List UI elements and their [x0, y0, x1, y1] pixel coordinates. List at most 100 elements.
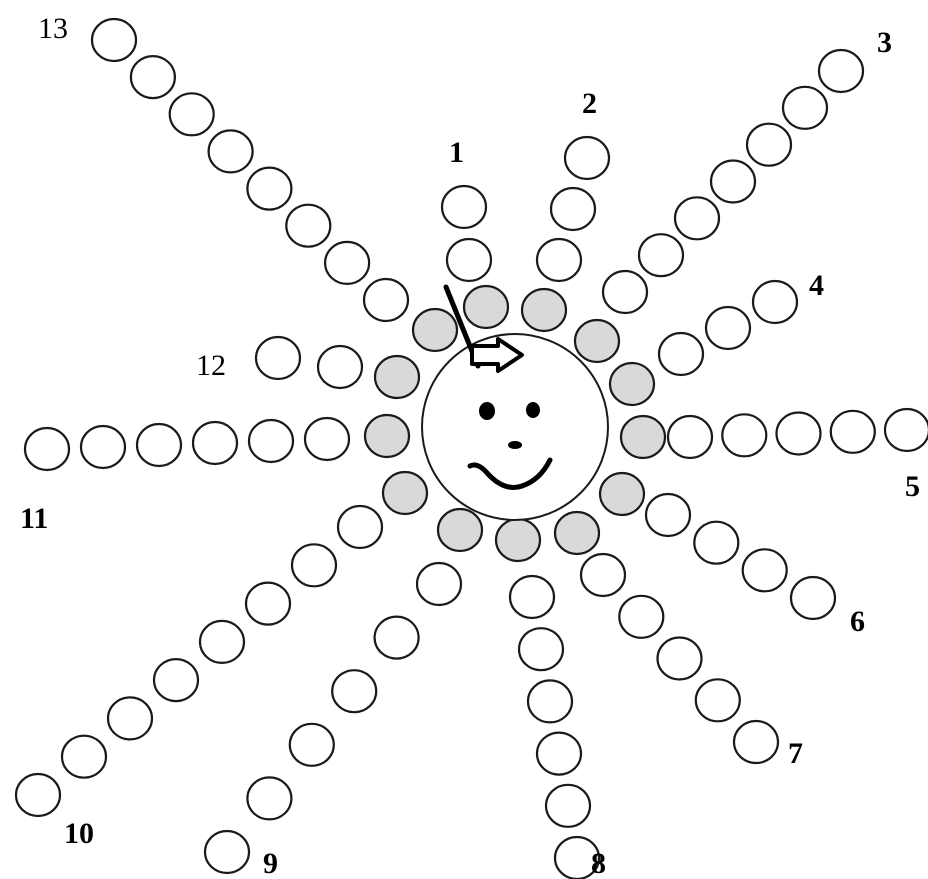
bead	[741, 548, 788, 593]
ray-beads-layer	[14, 17, 928, 879]
smiley-face	[421, 333, 609, 521]
ray-label-2: 2	[582, 87, 597, 120]
bead	[517, 627, 565, 672]
bead	[244, 581, 292, 626]
right-eye	[526, 402, 540, 418]
ring-bead	[520, 287, 568, 333]
ray-label-10: 10	[64, 817, 94, 850]
bead	[106, 696, 154, 741]
smile-mouth	[467, 457, 553, 490]
bead	[79, 424, 127, 470]
bead	[168, 92, 215, 137]
bead	[544, 783, 592, 828]
bead	[553, 835, 601, 879]
bead	[644, 492, 692, 538]
bead	[751, 279, 799, 325]
bead	[535, 731, 583, 776]
bead	[336, 504, 384, 550]
bead	[693, 520, 740, 565]
ray-label-3: 3	[877, 26, 892, 59]
bead	[781, 85, 829, 130]
bead	[288, 722, 335, 767]
ray-label-6: 6	[850, 605, 865, 638]
ring-bead	[381, 470, 429, 516]
ring-bead	[363, 413, 411, 459]
ray-11	[23, 416, 351, 472]
bead	[732, 719, 780, 765]
bead	[789, 575, 837, 621]
ray-5	[666, 407, 928, 460]
nose	[508, 441, 522, 449]
ray-label-9: 9	[263, 847, 278, 879]
bead	[817, 48, 865, 94]
bead	[207, 129, 254, 174]
bead	[191, 420, 239, 466]
ring-bead	[373, 354, 421, 400]
ray-label-1: 1	[449, 136, 464, 169]
ring-bead	[608, 361, 656, 407]
bead	[331, 669, 378, 714]
ring-bead	[462, 284, 510, 330]
ray-label-4: 4	[809, 269, 824, 302]
bead	[90, 17, 138, 63]
bead	[563, 135, 611, 181]
ray-label-12: 12	[196, 349, 226, 382]
bead	[601, 269, 649, 315]
bead	[829, 409, 876, 454]
ray-12	[254, 335, 364, 390]
bead	[526, 679, 574, 724]
bead	[704, 305, 752, 351]
start-pointer	[443, 284, 524, 373]
ray-4	[657, 279, 799, 377]
ray-8	[508, 574, 601, 879]
ray-label-13: 13	[38, 12, 68, 45]
ray-label-8: 8	[591, 847, 606, 879]
bead	[440, 184, 488, 230]
bead	[745, 122, 793, 167]
ray-1	[440, 184, 493, 283]
bead	[618, 594, 665, 639]
bead	[303, 416, 351, 462]
bead	[247, 418, 295, 464]
bead	[579, 552, 627, 598]
bead	[246, 776, 293, 821]
bead	[135, 422, 183, 468]
bead	[152, 657, 200, 703]
bead	[637, 233, 685, 278]
ring-bead	[436, 507, 484, 553]
bead	[198, 619, 246, 665]
ray-7	[579, 552, 780, 765]
bead	[709, 159, 757, 204]
bead	[362, 277, 410, 323]
bead	[656, 636, 703, 681]
ring-bead	[619, 414, 667, 460]
bead	[203, 829, 251, 875]
ray-6	[644, 492, 837, 621]
bead	[549, 186, 597, 232]
bead	[254, 335, 302, 381]
ring-bead	[494, 517, 542, 563]
ray-label-11: 11	[20, 502, 48, 535]
bead	[673, 196, 721, 241]
ray-label-5: 5	[905, 470, 920, 503]
left-eye	[479, 402, 495, 420]
bead	[415, 561, 463, 607]
face-circle	[421, 333, 609, 521]
bead	[285, 203, 332, 248]
bead	[657, 331, 705, 377]
bead	[316, 344, 364, 390]
ring-bead	[553, 510, 601, 556]
ring-bead	[598, 471, 646, 517]
ray-13	[90, 17, 410, 323]
bead	[721, 413, 768, 458]
ray-10	[14, 504, 384, 818]
bead	[535, 237, 583, 283]
ring-bead	[573, 318, 621, 364]
bead	[290, 543, 338, 588]
bead	[883, 407, 928, 453]
ray-3	[601, 48, 865, 315]
bead	[246, 166, 293, 211]
bead	[445, 237, 493, 283]
